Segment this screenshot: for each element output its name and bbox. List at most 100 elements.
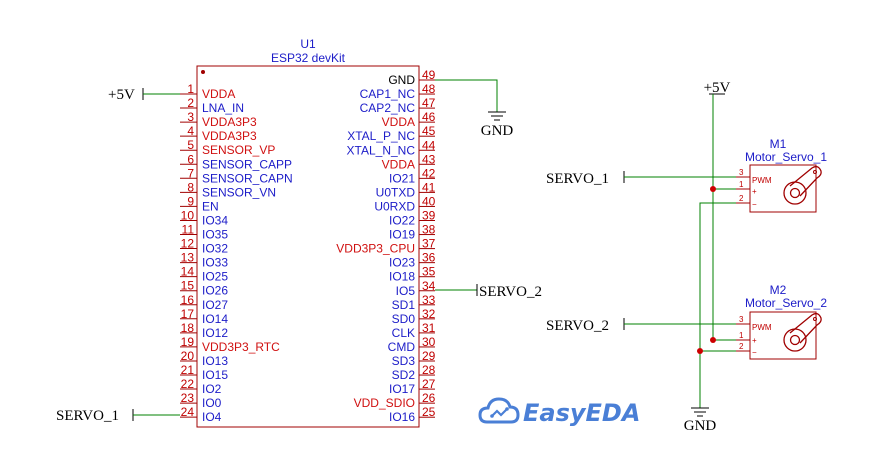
net-servo1-left[interactable]: SERVO_1 bbox=[56, 408, 180, 424]
pin-number: 13 bbox=[181, 251, 195, 265]
net-label-gnd: GND bbox=[481, 123, 514, 139]
pin-number: 34 bbox=[422, 279, 436, 293]
pin-name: IO19 bbox=[389, 228, 415, 242]
pin-name: LNA_IN bbox=[202, 101, 244, 115]
pin-name: IO21 bbox=[389, 171, 415, 185]
pin-name: IO27 bbox=[202, 298, 228, 312]
pin-number: 22 bbox=[181, 377, 195, 391]
m1-pin2-num: 2 bbox=[739, 194, 744, 203]
u1-pin-18[interactable]: 18 IO12 bbox=[180, 321, 228, 340]
net-label-servo2-right: SERVO_2 bbox=[546, 318, 609, 334]
pin-name: IO18 bbox=[389, 270, 415, 284]
servo-wiring: +5V GND SERVO_1 SERVO_2 bbox=[546, 80, 736, 434]
pin-number: 33 bbox=[422, 293, 436, 307]
pin-number: 5 bbox=[187, 138, 194, 152]
pin-number: 9 bbox=[187, 194, 194, 208]
pin-number: 48 bbox=[422, 82, 436, 96]
pin-number: 24 bbox=[181, 405, 195, 419]
pin-number: 19 bbox=[181, 335, 195, 349]
pin-name: IO13 bbox=[202, 354, 228, 368]
pin-number: 45 bbox=[422, 124, 436, 138]
net-servo2-u1[interactable]: SERVO_2 bbox=[435, 284, 542, 300]
servo-motor-icon bbox=[783, 312, 822, 352]
pin-number: 11 bbox=[182, 223, 195, 237]
pin-number: 2 bbox=[187, 96, 194, 110]
m1-servo[interactable]: M1 Motor_Servo_1 3 1 2 PWM + − bbox=[736, 137, 827, 213]
u1-pin-31[interactable]: 31 CLK bbox=[392, 321, 436, 340]
pin-name: XTAL_N_NC bbox=[347, 143, 416, 157]
pin-name: IO35 bbox=[202, 228, 228, 242]
net-label-plus5v: +5V bbox=[108, 87, 135, 103]
net-label-plus5v-right: +5V bbox=[704, 80, 731, 96]
u1-right-pins: 49GND48CAP1_NC47CAP2_NC46VDDA45XTAL_P_NC… bbox=[336, 68, 435, 424]
u1-pin-16[interactable]: 16 IO27 bbox=[180, 293, 228, 312]
pin-number: 31 bbox=[422, 321, 436, 335]
pin-name: IO12 bbox=[202, 326, 228, 340]
pin-number: 28 bbox=[422, 363, 436, 377]
m2-pin1-num: 1 bbox=[739, 331, 744, 340]
u1-body[interactable] bbox=[196, 65, 420, 428]
pin-name: IO32 bbox=[202, 242, 228, 256]
pin1-marker bbox=[201, 70, 205, 74]
net-gnd-u1[interactable]: GND bbox=[435, 79, 514, 139]
u1-pin-11[interactable]: 11 IO35 bbox=[180, 223, 228, 242]
pin-name: IO0 bbox=[202, 396, 222, 410]
net-plus5v-left[interactable]: +5V bbox=[108, 87, 180, 103]
pin-number: 18 bbox=[181, 321, 195, 335]
pin-number: 16 bbox=[181, 293, 195, 307]
pin-number: 29 bbox=[422, 349, 436, 363]
u1-pin-2[interactable]: 2 LNA_IN bbox=[180, 96, 244, 115]
pin-name: CLK bbox=[392, 326, 415, 340]
pin-name: VDDA3P3 bbox=[202, 115, 257, 129]
pin-number: 49 bbox=[422, 68, 436, 82]
wire-gnd bbox=[699, 202, 736, 408]
m2-servo[interactable]: M2 Motor_Servo_2 3 1 2 PWM + − bbox=[736, 283, 827, 360]
